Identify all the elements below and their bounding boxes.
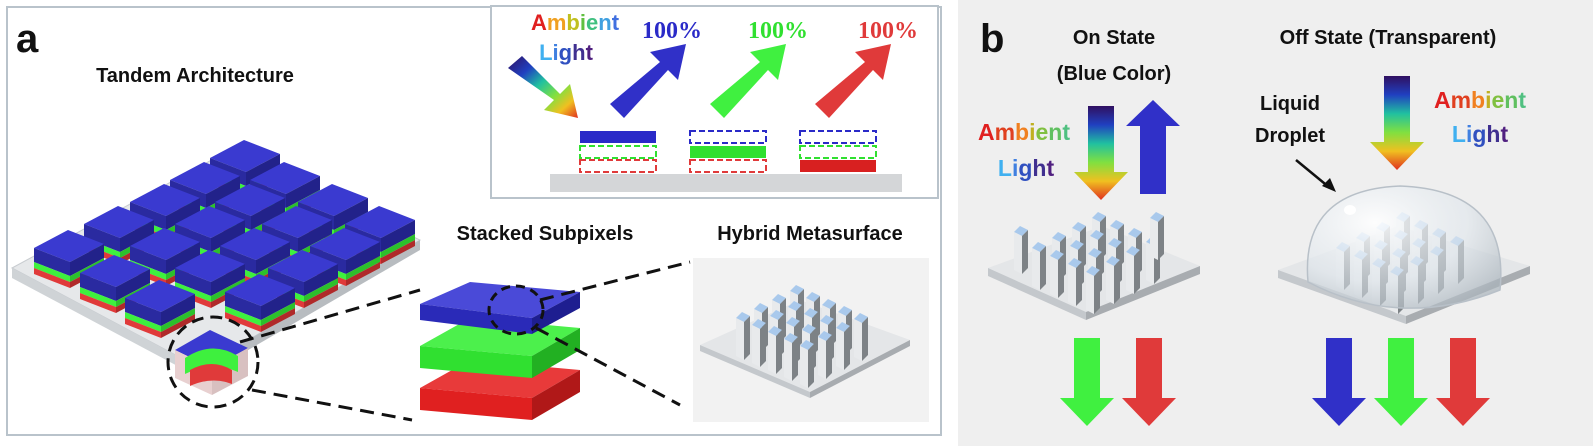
off-transmit-arrow-blue (1312, 338, 1366, 426)
stacked-subpixels-label: Stacked Subpixels (457, 223, 634, 245)
off-ambient-word: Ambient (1434, 87, 1526, 113)
off-transmit-arrow-red (1436, 338, 1490, 426)
on-reflect-arrow-blue (1126, 100, 1180, 194)
reflect-arrow-red (815, 44, 891, 118)
hybrid-metasurface-label: Hybrid Metasurface (717, 223, 903, 245)
zoom-line-meta-upper (539, 260, 691, 302)
on-transmit-arrow-green (1060, 338, 1114, 426)
zoom-line-meta-lower (535, 326, 681, 407)
droplet-label-line1: Liquid (1260, 93, 1320, 115)
droplet-pointer-head (1322, 178, 1336, 192)
inset-ambient-word: Ambient (531, 10, 620, 35)
inset-ambient-arrow (508, 56, 578, 118)
hybrid-metasurface (700, 285, 910, 398)
reflect-arrow-blue (610, 44, 686, 118)
cutaway-pixel (175, 330, 248, 395)
pct-green: 100% (748, 18, 808, 44)
zoom-circle-tandem (166, 315, 260, 409)
on-light-word: Light (998, 155, 1055, 181)
panel-a-letter: a (16, 17, 39, 61)
droplet-label-line2: Droplet (1255, 125, 1325, 147)
pct-blue: 100% (642, 18, 702, 44)
droplet-highlight (1344, 205, 1356, 215)
on-transmit-arrow-red (1122, 338, 1176, 426)
inset-stack-blue (579, 131, 657, 173)
on-state-metasurface (988, 212, 1200, 320)
stacked-subpixels (420, 282, 580, 420)
off-ambient-arrow (1370, 76, 1424, 170)
liquid-droplet (1306, 185, 1502, 309)
on-ambient-word: Ambient (978, 119, 1070, 145)
on-ambient-arrow (1074, 106, 1128, 200)
off-light-word: Light (1452, 121, 1509, 147)
off-transmit-arrow-green (1374, 338, 1428, 426)
inset-stack-red (799, 130, 877, 172)
off-state-title: Off State (Transparent) (1280, 27, 1497, 49)
droplet-pointer (1295, 159, 1331, 189)
inset-substrate (550, 174, 902, 192)
panel-b-letter: b (980, 17, 1004, 61)
inset-light-word: Light (539, 40, 593, 65)
tandem-architecture-title: Tandem Architecture (96, 65, 294, 87)
reflect-arrow-green (710, 44, 786, 118)
inset-stack-green (689, 130, 767, 173)
zoom-line-upper (239, 288, 421, 344)
on-state-title-line2: (Blue Color) (1057, 63, 1171, 85)
pct-red: 100% (858, 18, 918, 44)
on-state-title-line1: On State (1073, 27, 1155, 49)
zoom-line-lower (251, 388, 413, 422)
zoom-circle-subpixel (487, 284, 545, 336)
